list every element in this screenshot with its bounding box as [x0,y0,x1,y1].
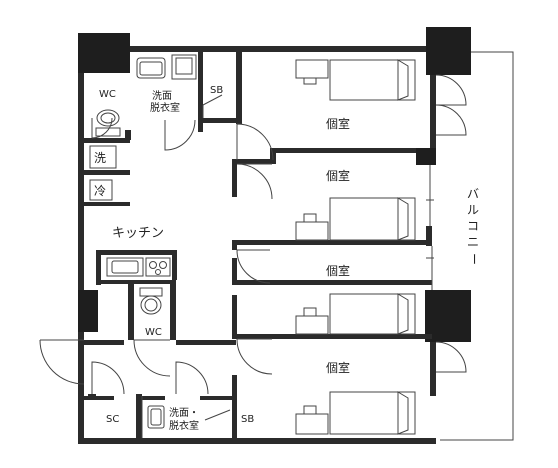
column-top-left [78,33,130,73]
label-washroom-bottom-2: 脱衣室 [169,419,199,432]
label-washroom-top-1: 洗面 [152,90,172,102]
label-private-room-1: 個室 [326,116,350,131]
column-top-right [426,27,471,75]
balcony-char-4: ニ [467,235,479,249]
doors [39,74,467,438]
fridge-marker: 冷 [89,179,113,201]
label-washroom-bottom-1: 洗面・ [169,407,199,419]
washer-marker: 洗 [89,145,117,169]
balcony-char-5: ー [467,253,481,265]
toilet-top-icon [95,109,121,137]
bed-room-4 [329,391,416,435]
room-labels: WC 洗面 脱衣室 SB 洗 冷 キッチン WC SC 洗面・ 脱衣室 SB 個… [89,85,481,432]
label-fridge: 冷 [94,184,106,198]
label-sb-top: SB [210,85,223,96]
label-washroom-top-2: 脱衣室 [150,101,180,114]
label-sb-bottom: SB [241,414,254,425]
label-sc: SC [106,414,119,425]
label-washer: 洗 [94,151,106,165]
desk-room-4 [295,405,329,435]
desk-room-3 [295,307,329,335]
desk-room-1 [295,59,329,85]
label-wc-bottom: WC [145,327,162,338]
label-balcony: バ ル コ ニ ー [467,187,481,265]
bed-room-3 [329,293,416,335]
balcony [440,51,514,441]
fixtures [95,54,197,429]
column-mid-right [425,290,471,342]
toilet-bottom-icon [139,287,163,315]
balcony-char-2: ル [467,203,479,217]
furniture [295,59,416,435]
balcony-char-1: バ [467,187,479,201]
label-private-room-3: 個室 [326,263,350,278]
label-kitchen: キッチン [112,226,164,241]
label-wc-top: WC [99,89,116,100]
walls [78,46,436,444]
balcony-char-3: コ [467,219,479,233]
structural-columns [78,27,471,342]
desk-room-2 [295,213,329,241]
bed-room-2 [329,197,416,241]
bed-room-1 [329,59,416,101]
label-private-room-2: 個室 [326,168,350,183]
label-private-room-4: 個室 [326,360,350,375]
column-mid-left [78,290,98,332]
